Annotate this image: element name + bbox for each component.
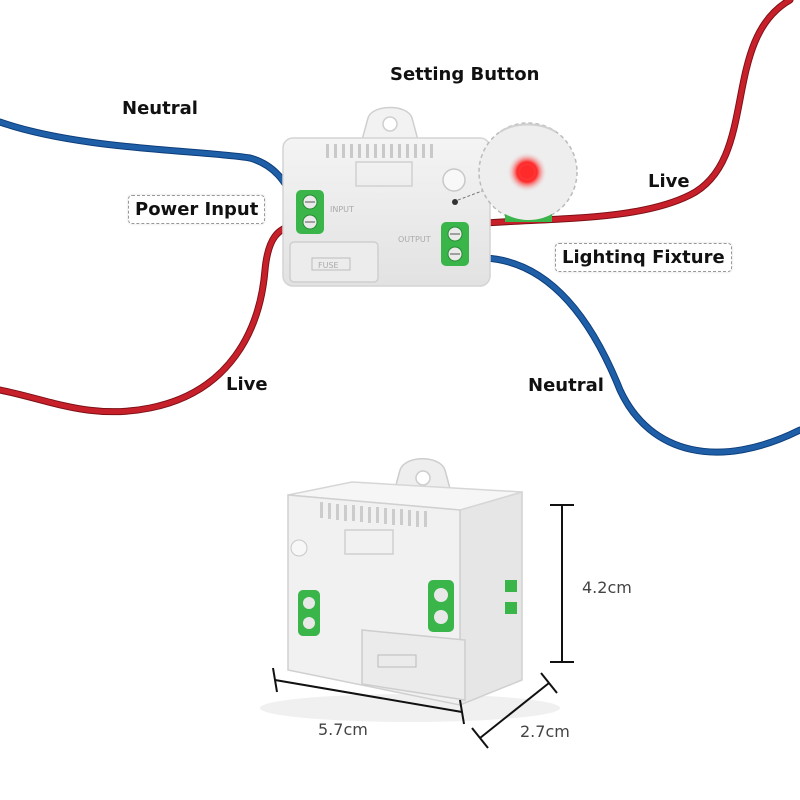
- width-dimension-line: [274, 679, 463, 713]
- height-dimension-value: 4.2cm: [582, 578, 632, 597]
- svg-text:OUTPUT: OUTPUT: [398, 235, 431, 244]
- power-input-label: Power Input: [128, 195, 266, 224]
- indicator-dot: [452, 199, 458, 205]
- depth-dimension-value: 2.7cm: [520, 722, 570, 741]
- led-zoom-inset: [457, 122, 578, 222]
- switch-module-front: INPUT OUTPUT FUSE: [282, 106, 491, 287]
- lighting-fixture-label: Lightinq Fixture: [555, 243, 732, 272]
- switch-module-3d: [260, 458, 560, 722]
- neutral-output-label: Neutral: [528, 375, 604, 396]
- live-output-label: Live: [648, 171, 690, 192]
- wires: [0, 0, 800, 456]
- setting-button: [442, 168, 466, 192]
- width-dimension-value: 5.7cm: [318, 720, 368, 739]
- neutral-input-label: Neutral: [122, 98, 198, 119]
- svg-text:INPUT: INPUT: [330, 205, 354, 214]
- dimension-lines: [272, 504, 574, 749]
- live-input-label: Live: [226, 374, 268, 395]
- led-indicator-icon: [520, 165, 534, 179]
- depth-dimension-line: [479, 682, 550, 739]
- fuse-cover: [289, 241, 379, 283]
- svg-text:FUSE: FUSE: [318, 261, 339, 270]
- setting-button-label: Setting Button: [390, 64, 540, 85]
